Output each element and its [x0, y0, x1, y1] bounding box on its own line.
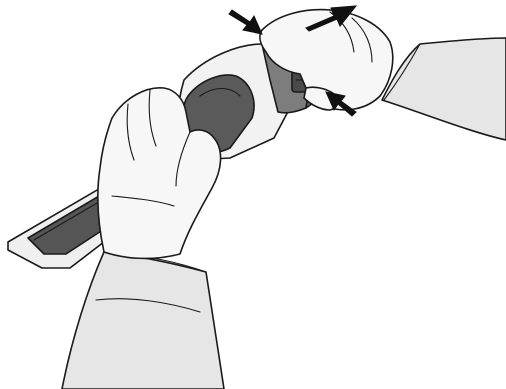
right-sleeve [382, 38, 506, 140]
push-arrow-icon [229, 10, 262, 34]
left-sleeve [62, 252, 224, 389]
right-sleeve-shape [382, 38, 506, 140]
left-sleeve-shape [62, 252, 224, 389]
